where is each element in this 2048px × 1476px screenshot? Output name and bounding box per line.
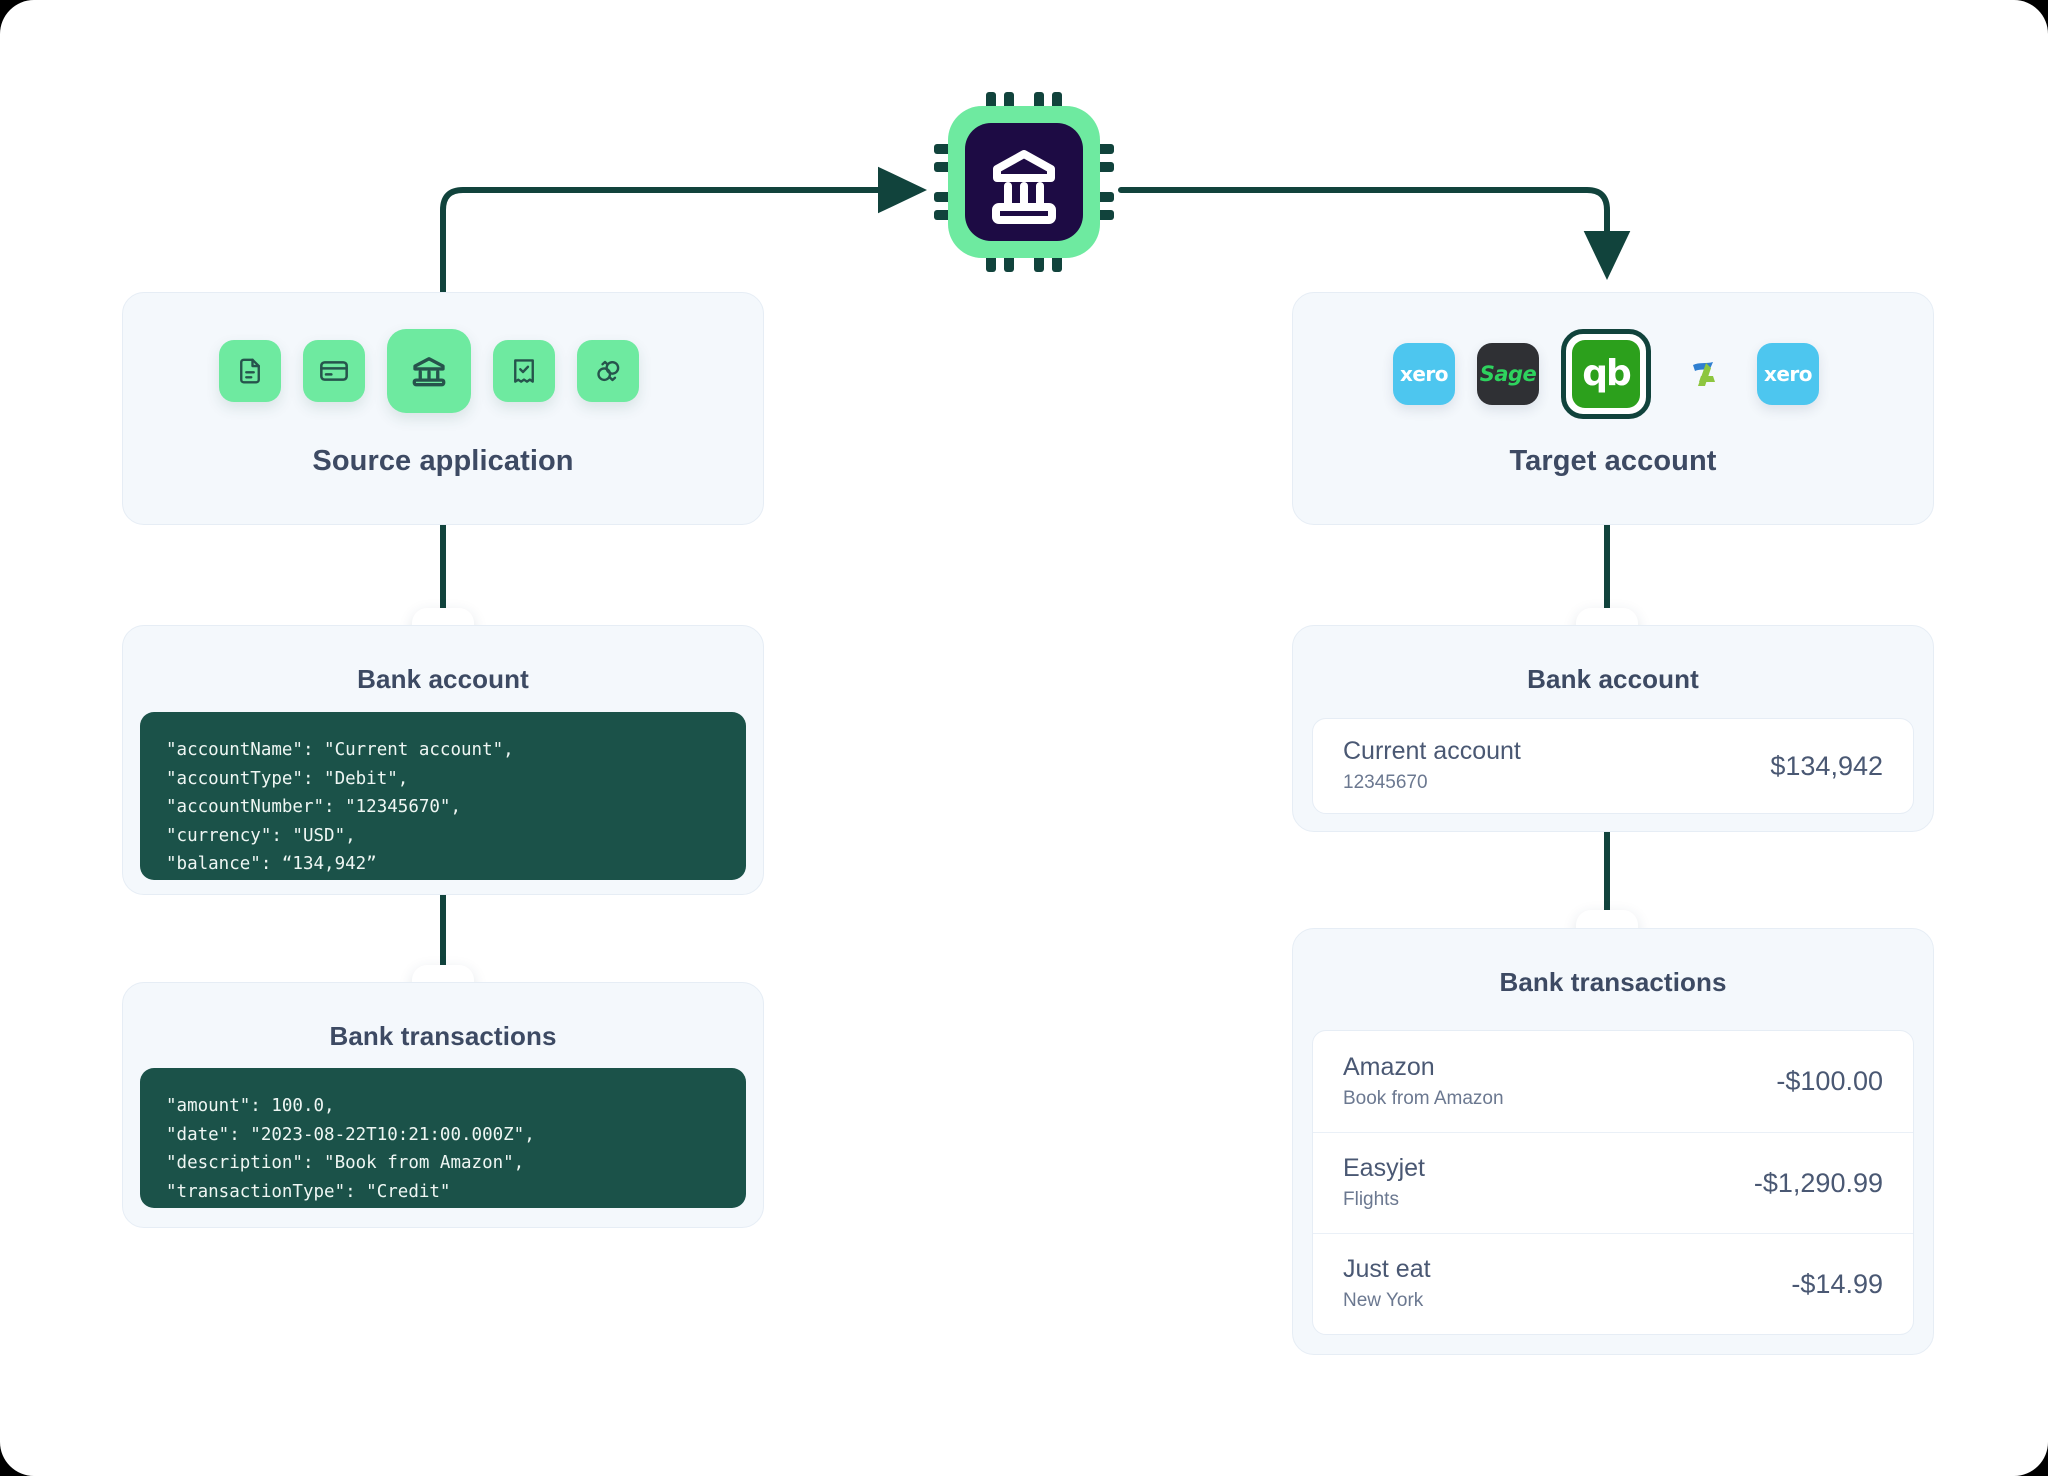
target-bank-transactions-title: Bank transactions [1499,967,1727,997]
freeagent-icon [1693,362,1715,386]
transaction-row[interactable]: Amazon Book from Amazon -$100.00 [1313,1031,1913,1132]
account-number: 12345670 [1343,772,1428,794]
logo-quickbooks-selected[interactable]: qb [1561,329,1651,419]
target-bank-account-title: Bank account [1527,664,1699,694]
transaction-name: Easyjet [1343,1154,1425,1183]
logo-quickbooks-label: qb [1582,353,1632,394]
transaction-info: Amazon Book from Amazon [1343,1052,1504,1112]
source-bank-account-code: "accountName": "Current account", "accou… [140,712,746,880]
target-account-panel: xero Sage qb xero Target acco [1292,292,1934,525]
sync-icon-tile[interactable] [577,340,639,402]
logo-freeagent[interactable] [1673,343,1735,405]
logo-xero-2[interactable]: xero [1757,343,1819,405]
transaction-description: Flights [1343,1189,1399,1211]
target-transactions-card[interactable]: Amazon Book from Amazon -$100.00 Easyjet… [1312,1030,1914,1335]
source-tile-row [219,329,639,413]
account-info: Current account 12345670 [1343,736,1521,796]
logo-xero-2-label: xero [1763,362,1813,386]
source-bank-transactions-title: Bank transactions [329,1021,557,1051]
source-bank-account-title: Bank account [357,664,529,694]
target-account-title: Target account [1509,445,1717,477]
transaction-amount: -$1,290.99 [1753,1167,1883,1198]
logo-xero-label: xero [1399,362,1449,386]
transaction-info: Just eat New York [1343,1254,1431,1314]
source-bank-transactions-code: "amount": 100.0, "date": "2023-08-22T10:… [140,1068,746,1208]
bank-icon [408,350,450,392]
document-icon [235,356,265,386]
transaction-row[interactable]: Easyjet Flights -$1,290.99 [1313,1132,1913,1233]
receipt-check-icon-tile[interactable] [493,340,555,402]
transaction-info: Easyjet Flights [1343,1153,1425,1213]
credit-card-icon [318,355,350,387]
transaction-description: New York [1343,1290,1424,1312]
sync-icon [593,356,623,386]
logo-xero[interactable]: xero [1393,343,1455,405]
transaction-description: Book from Amazon [1343,1087,1504,1109]
account-row[interactable]: Current account 12345670 $134,942 [1313,719,1913,813]
receipt-check-icon [509,356,539,386]
transaction-row[interactable]: Just eat New York -$14.99 [1313,1233,1913,1334]
target-account-card[interactable]: Current account 12345670 $134,942 [1312,718,1914,814]
bank-chip-icon [934,92,1114,277]
logo-quickbooks-mark: qb [1572,340,1640,408]
transaction-amount: -$100.00 [1776,1066,1883,1096]
bank-icon-tile-selected[interactable] [387,329,471,413]
target-logo-row: xero Sage qb xero [1393,329,1819,419]
transaction-amount: -$14.99 [1791,1268,1883,1299]
logo-sage-label: Sage [1479,362,1537,386]
transaction-name: Amazon [1343,1052,1435,1081]
credit-card-icon-tile[interactable] [303,340,365,402]
document-icon-tile[interactable] [219,340,281,402]
transaction-name: Just eat [1343,1255,1431,1284]
source-application-title: Source application [312,445,574,477]
account-name: Current account [1343,737,1521,766]
logo-sage[interactable]: Sage [1477,343,1539,405]
source-application-panel: Source application [122,292,764,525]
account-balance: $134,942 [1770,750,1883,781]
